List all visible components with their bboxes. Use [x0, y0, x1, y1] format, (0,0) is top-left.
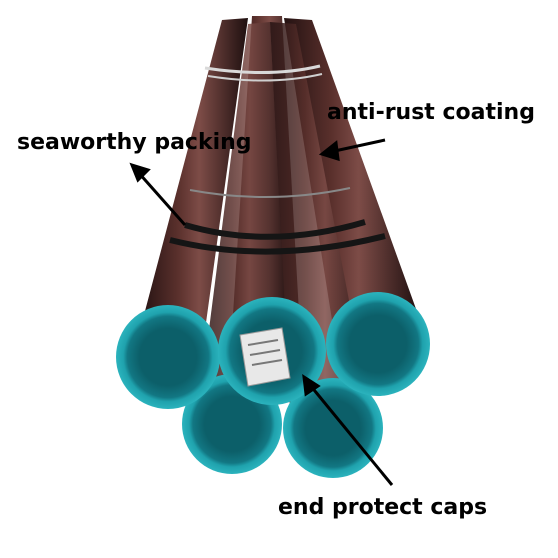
- seaworthy-packing-label: seaworthy packing: [17, 130, 252, 155]
- anti-rust-coating-label: anti-rust coating: [327, 100, 535, 125]
- end-caps: [116, 292, 430, 478]
- annotation-arrows: [129, 138, 394, 486]
- packing-straps: [169, 64, 386, 255]
- end-protect-caps-label: end protect caps: [278, 495, 488, 520]
